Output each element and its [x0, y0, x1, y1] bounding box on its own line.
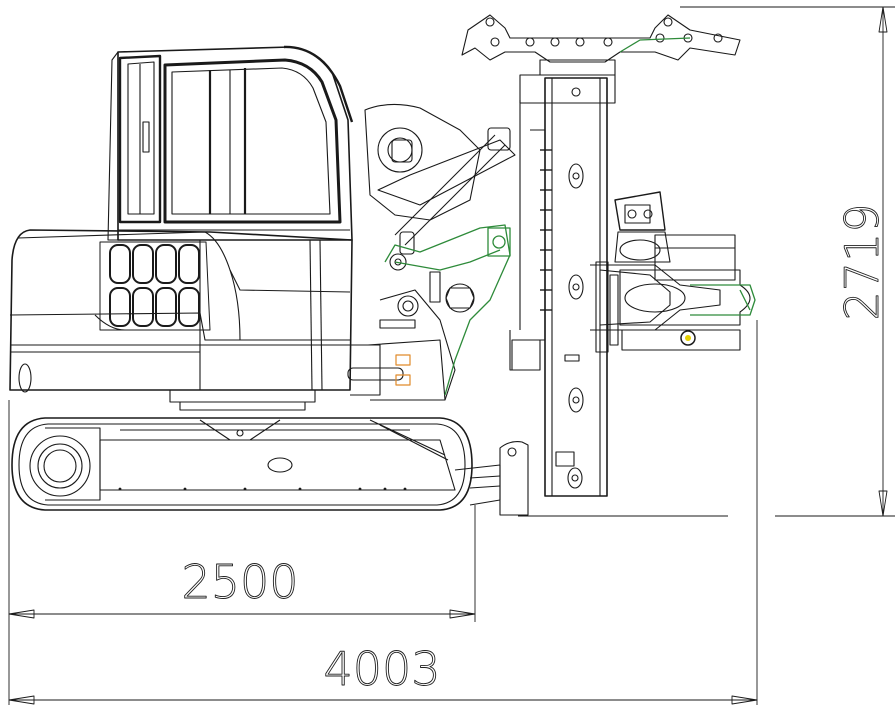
yellow-marker	[685, 335, 691, 341]
engine-body	[9, 229, 353, 411]
boom-arm-outline	[384, 224, 511, 396]
rotating-attachment-head	[590, 191, 751, 353]
dimension-overall-length: 4003	[323, 642, 440, 696]
vertical-mast	[509, 59, 616, 497]
attachment-green-outline	[690, 284, 756, 316]
top-lifting-beam	[461, 14, 741, 63]
engine-grille	[99, 241, 211, 331]
operator-cab	[107, 45, 354, 241]
dimension-track-length: 2500	[181, 555, 298, 609]
boom-linkage	[347, 103, 516, 401]
dimension-overall-height: 2719	[835, 203, 889, 320]
mast-side-teeth	[540, 149, 552, 311]
dozer-blade	[454, 441, 529, 516]
dimension-lines	[8, 6, 895, 705]
track-undercarriage	[11, 417, 473, 511]
hydraulic-fittings	[395, 354, 411, 386]
track-bolts	[118, 487, 407, 491]
